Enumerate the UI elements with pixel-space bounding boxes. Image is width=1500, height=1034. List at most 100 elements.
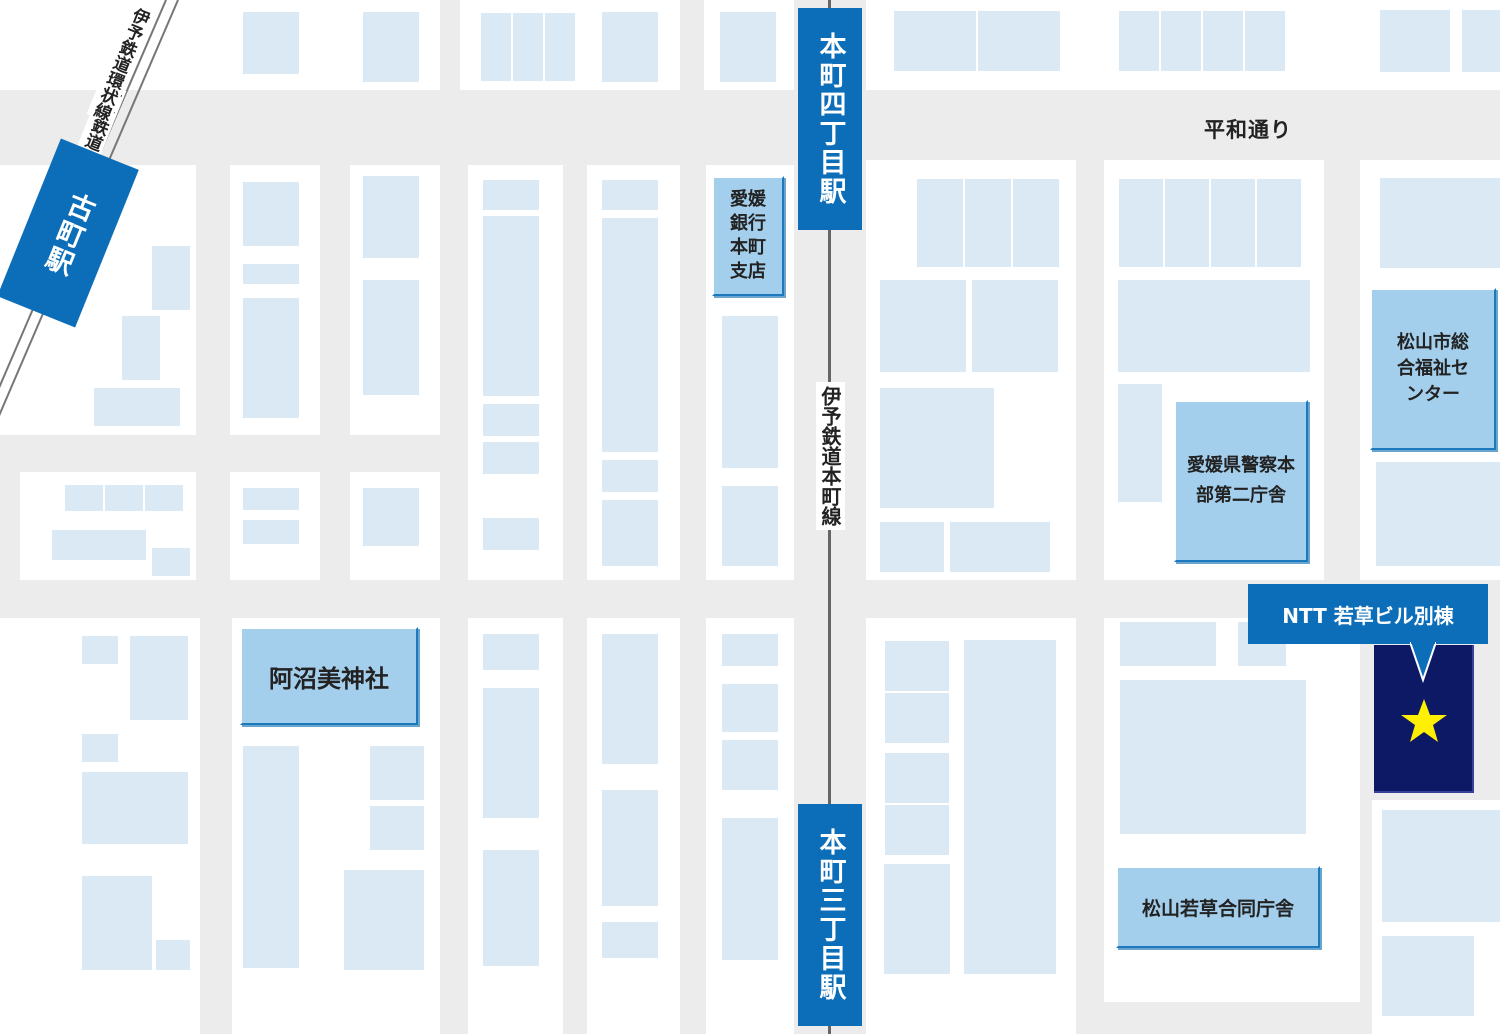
- building: [1118, 178, 1164, 268]
- building: [884, 864, 950, 974]
- building: [483, 634, 539, 670]
- building: [1380, 178, 1500, 268]
- building: [964, 178, 1012, 268]
- building: [972, 280, 1058, 372]
- building: [243, 520, 299, 544]
- building: [82, 734, 118, 762]
- building: [602, 12, 658, 82]
- building: [243, 488, 299, 510]
- building: [483, 442, 539, 474]
- landmark-prefectural-police[interactable]: 愛媛県警察本部第二庁舎: [1174, 400, 1308, 562]
- landmark-welfare-center[interactable]: 松山市総合福祉センター: [1370, 288, 1496, 450]
- building: [1120, 622, 1216, 666]
- building: [893, 10, 977, 72]
- callout-pointer-icon: [1410, 642, 1436, 684]
- building: [722, 684, 778, 732]
- building: [916, 178, 964, 268]
- building: [722, 486, 778, 566]
- station-honmachi-4chome-label: 本町四丁目駅: [814, 32, 846, 206]
- building: [1164, 178, 1210, 268]
- landmark-ajimi-shrine-label: 阿沼美神社: [269, 664, 389, 693]
- building: [483, 404, 539, 436]
- building: [130, 636, 188, 720]
- building: [82, 876, 152, 970]
- building: [884, 640, 950, 692]
- building: [602, 922, 658, 958]
- station-furumachi-label: 古町駅: [37, 186, 99, 280]
- building: [363, 12, 419, 82]
- building: [512, 12, 544, 82]
- building: [1256, 178, 1302, 268]
- building: [243, 264, 299, 284]
- building: [1160, 10, 1202, 72]
- building: [243, 12, 299, 74]
- building: [1012, 178, 1060, 268]
- building: [480, 12, 512, 82]
- building: [722, 634, 778, 666]
- target-callout[interactable]: NTT 若草ビル別棟: [1248, 584, 1488, 644]
- building: [363, 488, 419, 546]
- building: [104, 484, 144, 512]
- building: [483, 518, 539, 550]
- building: [344, 870, 424, 970]
- building: [1118, 10, 1160, 72]
- building: [722, 818, 778, 960]
- building: [64, 484, 104, 512]
- building: [720, 12, 776, 82]
- building: [602, 460, 658, 492]
- building: [880, 388, 994, 508]
- building: [1462, 10, 1500, 72]
- building: [363, 280, 419, 395]
- building: [1120, 680, 1306, 834]
- building: [243, 298, 299, 418]
- building: [1244, 10, 1286, 72]
- building: [977, 10, 1061, 72]
- landmark-ehime-bank-label: 愛媛銀行本町支店: [730, 189, 766, 282]
- building: [602, 218, 658, 452]
- building: [950, 522, 1050, 572]
- building: [964, 640, 1056, 974]
- building: [602, 500, 658, 566]
- landmark-prefectural-police-label: 愛媛県警察本部第二庁舎: [1187, 455, 1295, 506]
- building: [82, 636, 118, 664]
- building: [1118, 280, 1310, 372]
- building: [722, 316, 778, 468]
- building: [880, 522, 944, 572]
- building: [156, 940, 190, 970]
- building: [94, 388, 180, 426]
- building: [370, 806, 424, 850]
- building: [1210, 178, 1256, 268]
- building: [363, 176, 419, 258]
- building: [370, 746, 424, 800]
- building: [884, 692, 950, 744]
- building: [602, 634, 658, 764]
- target-callout-label: NTT 若草ビル別棟: [1282, 603, 1454, 628]
- building: [483, 688, 539, 818]
- building: [144, 484, 184, 512]
- building: [1118, 384, 1162, 502]
- building: [884, 804, 950, 856]
- street-label-heiwa-dori: 平和通り: [1204, 118, 1292, 142]
- building: [722, 740, 778, 790]
- building: [544, 12, 576, 82]
- landmark-ehime-bank[interactable]: 愛媛銀行本町支店: [712, 176, 784, 296]
- landmark-ajimi-shrine[interactable]: 阿沼美神社: [240, 627, 418, 725]
- building: [483, 850, 539, 966]
- building: [602, 790, 658, 906]
- station-honmachi-3chome[interactable]: 本町三丁目駅: [798, 804, 862, 1026]
- building: [1382, 936, 1474, 1016]
- station-honmachi-4chome[interactable]: 本町四丁目駅: [798, 8, 862, 230]
- building: [1202, 10, 1244, 72]
- building: [52, 530, 146, 560]
- building: [152, 548, 190, 576]
- building: [82, 772, 188, 844]
- building: [483, 180, 539, 210]
- building: [1380, 10, 1450, 72]
- landmark-wakakusa-office[interactable]: 松山若草合同庁舎: [1116, 866, 1320, 948]
- building: [122, 316, 160, 380]
- building: [602, 180, 658, 210]
- building: [152, 246, 190, 310]
- building: [1382, 810, 1500, 922]
- station-honmachi-3chome-label: 本町三丁目駅: [814, 828, 846, 1002]
